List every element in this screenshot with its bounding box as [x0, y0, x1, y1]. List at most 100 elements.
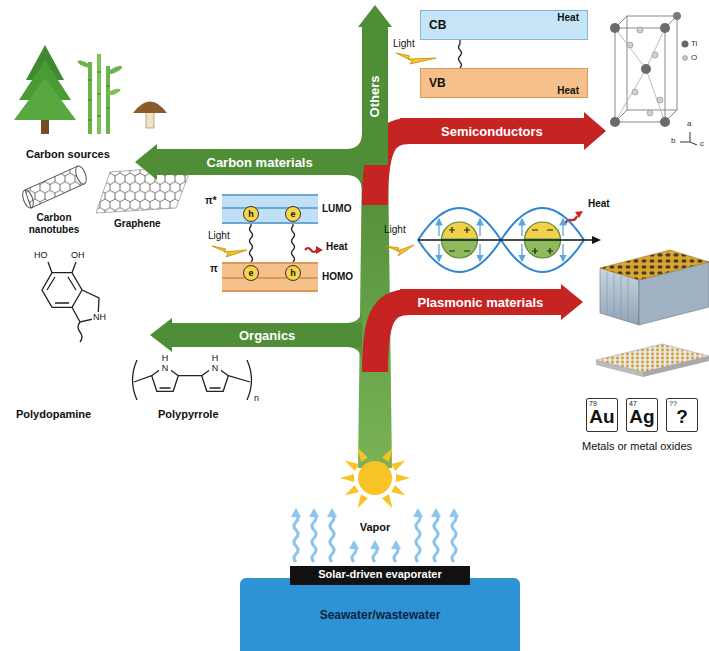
crystal-atoms	[647, 110, 653, 116]
plasmon-wave	[521, 219, 522, 236]
heat-label: Heat	[588, 198, 610, 209]
branch-arrow: Others	[358, 5, 392, 165]
carbon-nanotube	[21, 189, 36, 210]
crystal-structure	[615, 28, 665, 122]
sun	[391, 457, 407, 471]
arrow-shape	[400, 112, 606, 150]
heat-label: Heat	[557, 85, 579, 96]
bamboo	[77, 59, 92, 69]
crystal-structure	[615, 16, 677, 122]
plasmon-wave	[479, 244, 480, 261]
legend-markers	[682, 41, 689, 48]
light-label: Light	[208, 230, 230, 241]
heat-arrowheads	[316, 246, 323, 254]
sun	[340, 446, 410, 511]
branch-arrow: Carbon materials	[135, 144, 362, 180]
element-symbol: ?	[667, 407, 697, 428]
material-label: Carbon nanotubes	[14, 212, 94, 235]
tree-trunk	[346, 175, 362, 191]
arrow-shape	[150, 318, 362, 352]
mushroom	[146, 111, 154, 128]
orbital-name: LUMO	[322, 203, 351, 214]
sun	[382, 494, 396, 510]
polypyrrole-structure	[160, 387, 221, 388]
sun	[354, 494, 368, 510]
tree-trunk	[346, 133, 362, 149]
bamboo	[88, 62, 92, 134]
crystal-atoms	[652, 52, 658, 58]
polydopamine-structure	[47, 277, 76, 303]
mushroom	[133, 102, 167, 129]
plasmon-wave	[532, 230, 553, 254]
heat-label: Heat	[326, 241, 348, 252]
arrow-shape	[135, 144, 362, 180]
plasmon-wave	[418, 208, 601, 272]
vapor-waves	[449, 508, 459, 562]
vapor-waves	[413, 508, 423, 562]
axis-label: c	[700, 139, 704, 148]
polydopamine-structure	[42, 262, 99, 342]
atom-label: NH	[92, 312, 107, 323]
band-name: VB	[429, 76, 446, 90]
energy-band: VB Heat	[420, 68, 588, 98]
plasmon-wave	[479, 219, 480, 236]
excitation-line	[459, 40, 462, 68]
source-label: Carbon sources	[26, 148, 110, 160]
atom-label: N	[209, 363, 221, 373]
vapor-waves	[327, 508, 337, 562]
polypyrrole-structure	[133, 360, 252, 400]
light-label: Light	[384, 224, 406, 235]
element-box: ???	[666, 398, 698, 432]
sun	[340, 474, 354, 482]
atom-label: N	[159, 363, 171, 373]
crystal-axes	[680, 132, 697, 145]
crystal-atoms	[660, 23, 670, 33]
carbon-nanotube	[21, 165, 89, 210]
tree-trunk	[346, 307, 362, 323]
vapor-waves	[431, 508, 441, 562]
crystal-atoms	[627, 42, 633, 48]
vapor-label: Vapor	[353, 521, 397, 533]
plasmon-wave	[521, 244, 522, 261]
atom-label: H	[209, 353, 221, 363]
orbital-band: π*heLUMO	[222, 194, 318, 224]
tree-trunk	[346, 347, 362, 363]
porous-array	[600, 250, 709, 280]
subscript-label: n	[254, 393, 259, 403]
branch-name: Plasmonic materials	[418, 295, 544, 310]
sun	[391, 485, 407, 499]
element-box: 47Ag	[626, 398, 658, 432]
trees	[14, 78, 76, 120]
vapor-waves	[349, 540, 359, 562]
carrier-symbol: h	[243, 206, 259, 222]
porous-array	[607, 272, 628, 322]
heat-arrowheads	[575, 211, 583, 218]
plasmon-wave	[418, 239, 594, 241]
trees	[14, 45, 76, 134]
crystal-structure	[615, 28, 665, 122]
crystal-atoms	[637, 27, 643, 33]
branch-arrow: Semiconductors	[400, 112, 606, 150]
orbital-name: π	[210, 263, 218, 274]
axis-label: a	[687, 119, 691, 128]
mushroom	[133, 102, 167, 114]
element-symbol: Au	[587, 407, 617, 428]
bamboo	[107, 64, 124, 75]
heat-arrows	[305, 248, 317, 252]
sun	[358, 461, 392, 495]
sun	[343, 485, 359, 499]
plasmon-wave	[592, 236, 601, 244]
crystal-atoms	[632, 89, 638, 95]
plasmon-wave	[562, 244, 563, 261]
sun	[382, 446, 396, 462]
carrier-symbol: e	[285, 206, 301, 222]
material-label: Graphene	[114, 218, 161, 229]
excitation-line	[292, 224, 295, 262]
crystal-atoms	[610, 117, 620, 127]
sun	[354, 446, 368, 462]
polydopamine-structure	[42, 273, 82, 308]
plasmon-wave	[449, 227, 470, 251]
light-bolts	[386, 245, 414, 256]
